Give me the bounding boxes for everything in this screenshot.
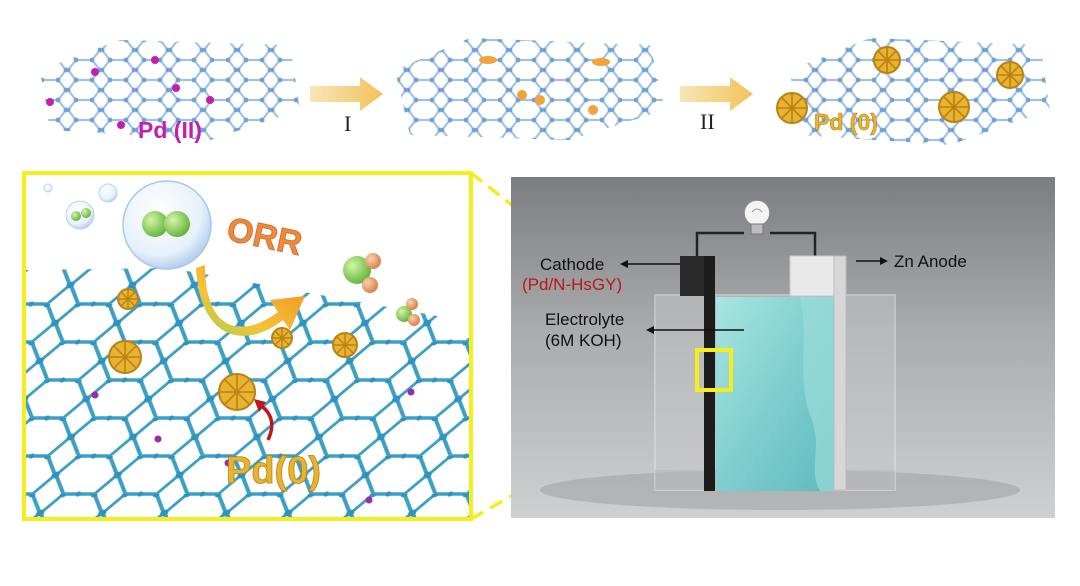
pd0-label: Pd(0) — [226, 450, 321, 492]
cathode-plate — [704, 256, 715, 491]
step-2-label: II — [700, 109, 715, 134]
pd-cluster — [218, 373, 256, 411]
pd2-ion — [151, 56, 159, 64]
pd-nucleus — [592, 58, 610, 66]
pd2-ion — [46, 98, 54, 106]
electrolyte-label: Electrolyte — [545, 310, 624, 329]
pd2-ion — [117, 121, 125, 129]
cathode-label: Cathode — [540, 255, 604, 274]
adsorption-arrowhead — [254, 399, 266, 412]
cathode-material-label: (Pd/N-HsGY) — [522, 275, 622, 294]
pd-cluster — [117, 288, 139, 310]
adsorption-arrow — [258, 403, 274, 441]
orr-curved-arrow — [196, 265, 305, 336]
process-arrow-2 — [680, 77, 753, 111]
pd0-cluster-label: Pd (0) — [814, 109, 878, 135]
graphyne-sheet-nucleation — [395, 38, 665, 140]
pd-cluster — [271, 327, 293, 349]
graphyne-sheet-pd0 — [776, 38, 1050, 145]
pd-nucleus — [535, 95, 545, 105]
pd-nucleus — [588, 105, 598, 115]
pd2-ion — [172, 84, 180, 92]
circuit-wire — [695, 231, 817, 258]
pd2-ion — [91, 68, 99, 76]
pd-nucleus — [479, 56, 497, 64]
pd-cluster — [873, 46, 901, 74]
anode-label: Zn Anode — [894, 252, 967, 271]
pd-cluster — [332, 332, 358, 358]
zoom-frame — [22, 171, 473, 521]
h2o-molecule — [343, 253, 381, 293]
pd-cluster — [938, 91, 970, 123]
anode-top — [789, 255, 841, 297]
pd-cluster — [108, 340, 142, 374]
anode-plate — [833, 255, 847, 491]
pd-nucleus — [517, 90, 527, 100]
oh-molecule — [396, 298, 420, 326]
cathode-interface-highlight — [695, 348, 733, 392]
step-1-label: I — [344, 111, 351, 136]
pd-cluster — [776, 92, 808, 124]
pd2-ion — [206, 96, 214, 104]
o2-molecule — [142, 211, 190, 237]
zn-air-battery — [511, 177, 1055, 518]
electrolyte-detail-label: (6M KOH) — [545, 331, 622, 350]
pd-cluster — [996, 61, 1024, 89]
graphyne-sheet-pd2 — [40, 40, 300, 140]
light-bulb-icon — [743, 199, 771, 235]
pd2-label: Pd (II) — [138, 117, 202, 143]
process-arrow-1 — [310, 77, 383, 111]
